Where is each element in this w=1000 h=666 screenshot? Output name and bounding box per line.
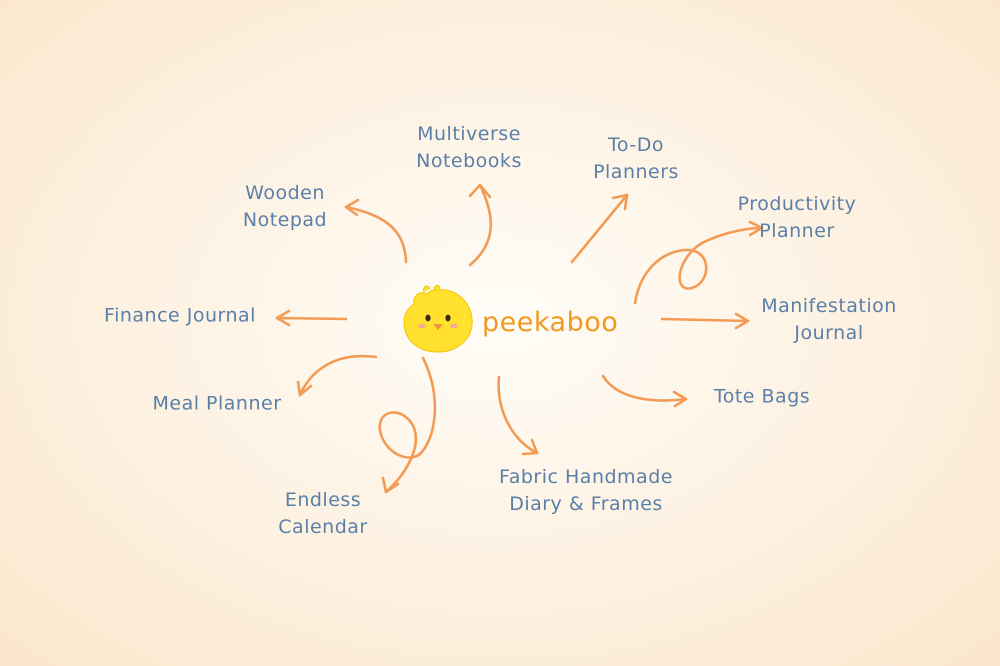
arrow-to-productivity-planner [633,220,764,305]
label-finance-journal: Finance Journal [104,304,256,327]
arrow-to-meal-planner [296,354,378,397]
arrow-to-tote-bags [601,374,688,408]
brand-name: peekaboo [482,307,619,338]
label-tote-bags: Tote Bags [713,385,811,408]
arrow-to-fabric-handmade [497,375,539,456]
label-meal-planner: Meal Planner [152,392,282,415]
arrow-to-multiverse-notebooks [468,183,493,267]
arrow-to-endless-calendar [378,356,437,494]
arrow-to-finance-journal [275,309,348,327]
arrow-to-todo-planners [570,193,629,264]
arrow-to-wooden-notepad [344,198,408,264]
arrow-to-manifestation-journal [660,312,750,330]
chick-icon [403,284,473,353]
